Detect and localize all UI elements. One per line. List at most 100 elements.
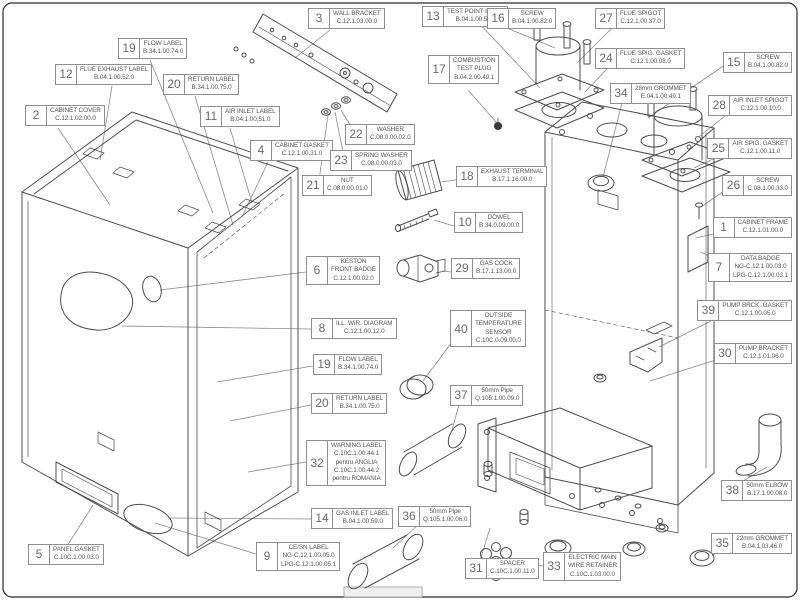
callout-text: SCREW C.08.1.00.33.0 [747,177,788,193]
callout-text: CABINET GASKET C.12.1.00.31.0 [275,142,329,158]
callout-number: 32 [307,441,328,485]
callout-text: FLUE SPIGOT C.12.1.00.37.0 [620,10,662,26]
title-block-stub [343,586,423,598]
cabinet-cover-part [21,111,299,557]
callout-text: COMBUSTION TEST PLUG B.04.2.00.49.1 [453,57,496,81]
callout-number: 4 [251,141,272,160]
callout-number: 9 [257,543,278,570]
callout-text: FLOW LABEL B.34.1.00.74.0 [338,356,379,372]
callout-number: 28 [709,96,731,115]
callout-text: SCREW B.04.1.00.82.0 [512,10,553,26]
callout-number: 19 [119,39,140,58]
callout-number: 3 [309,9,330,28]
callout-number: 24 [596,49,617,68]
callout-number: 12 [56,65,77,84]
callout-number: 20 [164,75,185,94]
gas-cock-part [396,254,446,283]
callout-text: WASHER C.08.0.00.02.0 [370,126,411,142]
callout-number: 22 [346,125,367,144]
spacer-part [483,461,529,525]
callout-number: 35 [712,534,734,553]
callout-number: 31 [466,559,487,578]
callout-text: PUMP BRCK. GASKET C.12.1.00.05.0 [722,302,788,318]
callout-text: 50mm Pipe Q.105.1.00.06.0 [423,508,468,524]
callout-number: 40 [451,311,472,347]
wall-bracket-part [233,13,398,113]
pump-bracket-part [629,321,673,373]
callout-number: 2 [26,106,47,125]
callout-number: 25 [708,139,730,158]
callout-number: 39 [698,301,720,320]
elbow-50mm-part [735,413,782,477]
callout-text: RETURN LABEL B.34.1.00.75.0 [188,76,236,92]
callout-number: 20 [312,394,333,413]
callout-text: SPACER C.10C.1.00.11.0 [490,560,535,576]
callout-number: 7 [709,254,730,281]
grommet-22mm-part [689,549,715,567]
callout-text: SCREW B.04.1.00.82.0 [747,54,788,70]
callout-text: 50mm ELBOW B.17.1.00.08.0 [746,482,788,498]
callout-text: 28mm GROMMET E.04.1.00.49.1 [635,85,687,101]
callout-text: 50mm Pipe Q.105.1.00.09.0 [475,387,520,403]
pipe-50mm-lower-part [347,533,424,590]
callout-number: 18 [457,167,478,186]
callout-text: 22mm GROMMET B.04.1.03.46.0 [736,535,788,551]
callout-text: KESTON FRONT BADGE C.12.1.00.02.0 [331,258,376,282]
callout-number: 5 [29,545,50,564]
callout-text: AIR INLET SPIGOT C.12.1.00.10.0 [733,97,788,113]
callout-number: 6 [307,257,328,284]
callout-text: FLUE SPIG. GASKET C.12.1.00.08.0 [620,50,682,66]
callout-text: FLUE EXHAUST LABEL B.04.1.00.52.0 [80,66,149,82]
callout-text: CABINET FRAME C.12.1.01.00.0 [737,219,789,235]
callout-number: 29 [452,259,473,278]
callout-text: ELECTRIC MAIN WIRE RETAINER C.10C.1.03.0… [568,554,617,578]
callout-number: 33 [544,553,565,580]
manifold-assembly-part [477,407,653,511]
callout-text: GAS COCK B.17.1.13.00.0 [476,260,517,276]
callout-number: 15 [724,53,745,72]
callout-number: 36 [399,507,420,526]
callout-number: 30 [715,344,736,363]
callout-text: ILL. WIR. DIAGRAM C.12.1.00.12.0 [336,320,393,336]
callout-number: 21 [303,176,324,195]
callout-text: AIR INLET LABEL B.04.1.00.51.0 [225,108,276,124]
callout-number: 11 [201,107,222,126]
callout-text: SPRING WASHER C.08.0.00.03.0 [355,152,408,168]
callout-text: FLOW LABEL B.34.1.00.74.0 [143,40,184,56]
callout-text: WALL BRACKET C.12.1.03.00.0 [333,10,381,26]
callout-number: 34 [611,84,632,103]
outside-temperature-sensor-part [399,374,434,400]
callout-text: CE/SN LABEL NG-C.12.1.00.05.0 LPG-C.12.1… [281,544,337,568]
callout-number: 16 [488,9,509,28]
callout-number: 17 [429,56,450,83]
